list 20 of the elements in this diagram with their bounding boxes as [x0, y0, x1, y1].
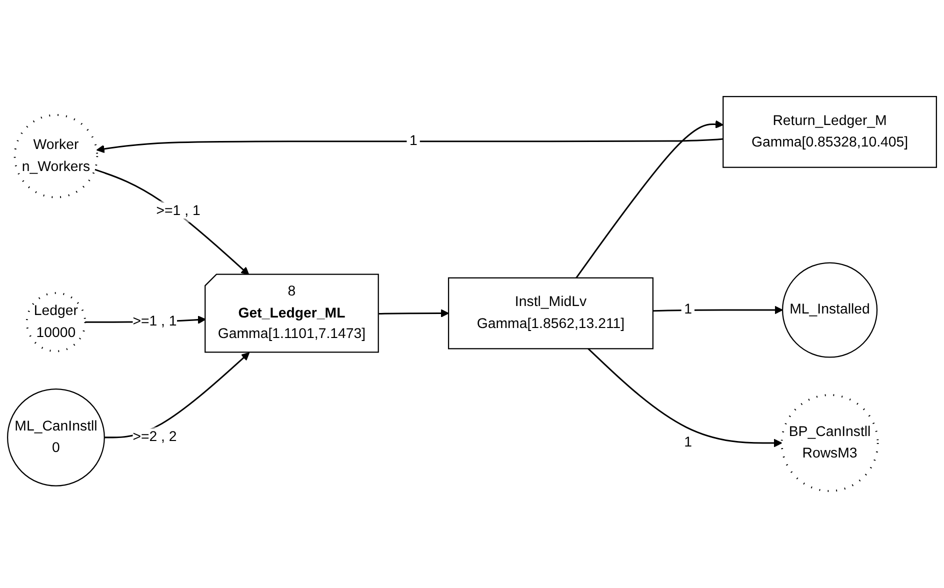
- node-circle: Worker n_Workers: [14, 114, 98, 198]
- arrow: [378, 309, 449, 318]
- arrow: [588, 348, 782, 448]
- node-circle: Ledger 10000: [26, 292, 86, 352]
- arrow: [652, 306, 783, 314]
- edge-label: >=2 , 2: [132, 428, 177, 445]
- edge-label: >=1 , 1: [156, 202, 200, 219]
- arrow: [576, 120, 724, 279]
- node-circle: BP_CanInstll RowsM3: [780, 394, 879, 492]
- node-box: Return_Ledger_M Gamma[0.85328,10.405]: [722, 96, 937, 168]
- arrow: [96, 138, 724, 154]
- edge-label: 1: [410, 132, 418, 149]
- edge-label: 1: [684, 434, 692, 451]
- edge-label: >=1 , 1: [132, 314, 177, 330]
- node-circle: ML_Installed: [782, 262, 878, 358]
- node-circle: ML_CanInstll 0: [7, 388, 105, 487]
- arrow: [94, 169, 250, 276]
- node-box: Instl_MidLv Gamma[1.8562,13.211]: [448, 278, 654, 350]
- edge-label: 1: [684, 301, 692, 318]
- arrow: [104, 352, 250, 438]
